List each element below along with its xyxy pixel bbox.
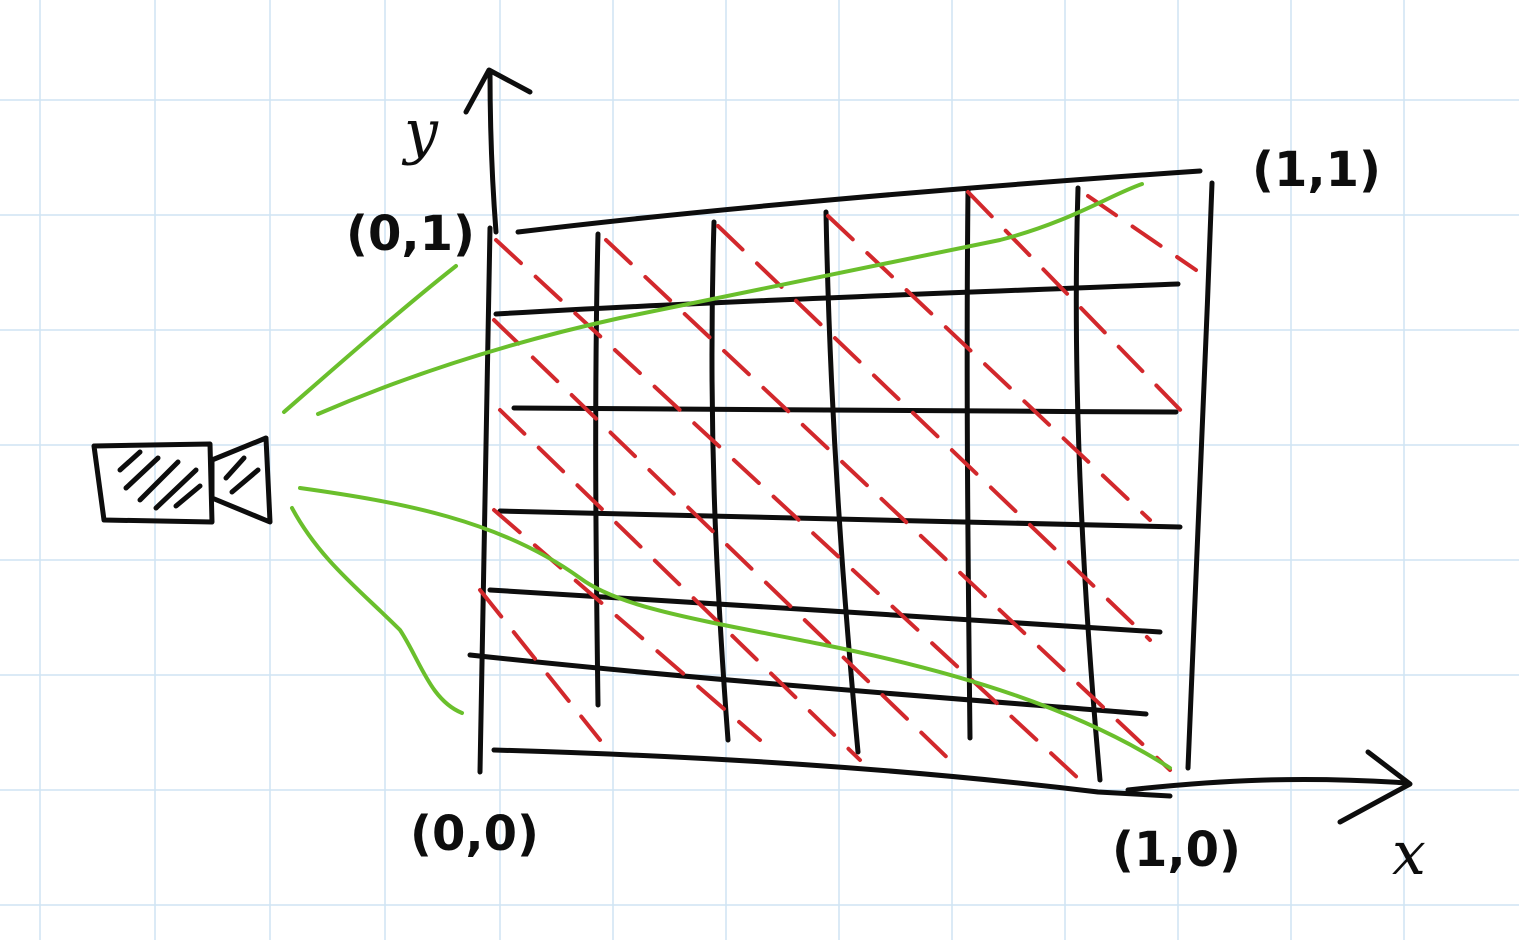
corner-label-bottom-left: (0,0)	[410, 806, 539, 862]
camera-icon	[91, 435, 273, 525]
y-axis-label: y	[401, 97, 439, 167]
grid-vertical-lines	[593, 185, 1103, 783]
red-dashed-diagonal	[494, 238, 1082, 782]
red-dashed-diagonal	[492, 318, 962, 772]
x-axis	[1125, 749, 1413, 825]
grid-frame	[477, 168, 1215, 799]
red-dashed-diagonal	[478, 588, 602, 742]
corner-label-top-left: (0,1)	[346, 206, 475, 262]
red-dashed-diagonal	[966, 190, 1192, 422]
grid-horizontal-lines	[467, 281, 1183, 717]
red-dashed-diagonal	[498, 408, 862, 762]
red-dashed-diagonal	[826, 214, 1152, 522]
red-dashed-diagonal	[716, 224, 1152, 642]
red-dashed-diagonal	[604, 238, 1172, 772]
red-dashed-diagonal	[1086, 194, 1198, 272]
red-dashed-diagonals	[478, 190, 1198, 782]
corner-label-bottom-right: (1,0)	[1112, 822, 1241, 878]
camera-view-rays	[282, 182, 1172, 770]
red-dashed-diagonal	[492, 508, 762, 742]
x-axis-label: x	[1392, 819, 1426, 889]
corner-label-top-right: (1,1)	[1252, 142, 1381, 198]
y-axis	[463, 67, 533, 235]
